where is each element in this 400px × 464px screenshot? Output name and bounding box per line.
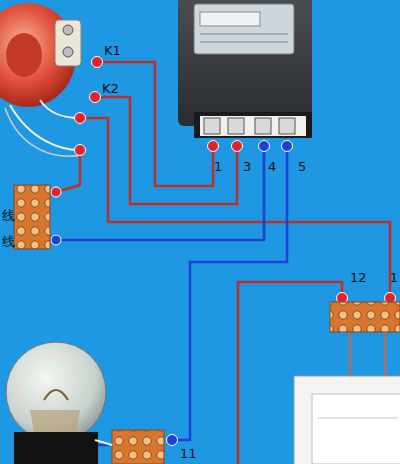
- terminal-number: 5: [298, 156, 306, 175]
- light-bulb: [6, 342, 112, 464]
- terminal-label: K2: [102, 78, 119, 97]
- label-text: 3: [243, 159, 251, 174]
- energy-meter: [178, 0, 312, 138]
- label-text: 线: [2, 234, 15, 249]
- terminal-number: 3: [243, 156, 251, 175]
- wall-switch: [294, 376, 400, 464]
- terminal-number: 4: [268, 156, 276, 175]
- terminal-number: 1: [214, 156, 222, 175]
- label-text: 12: [350, 270, 367, 285]
- terminal-number: 1: [390, 267, 398, 286]
- label-text: K1: [104, 43, 121, 58]
- terminal-number: 12: [350, 267, 367, 286]
- terminal-number: 11: [180, 443, 197, 462]
- wire-label: 线: [2, 231, 15, 250]
- wire-label: 线: [2, 205, 15, 224]
- label-text: 1: [390, 270, 398, 285]
- label-text: 1: [214, 159, 222, 174]
- label-text: 5: [298, 159, 306, 174]
- label-text: 4: [268, 159, 276, 174]
- terminal-label: K1: [104, 40, 121, 59]
- label-text: 11: [180, 446, 197, 461]
- label-text: 线: [2, 208, 15, 223]
- label-text: K2: [102, 81, 119, 96]
- current-transformer: [0, 3, 82, 156]
